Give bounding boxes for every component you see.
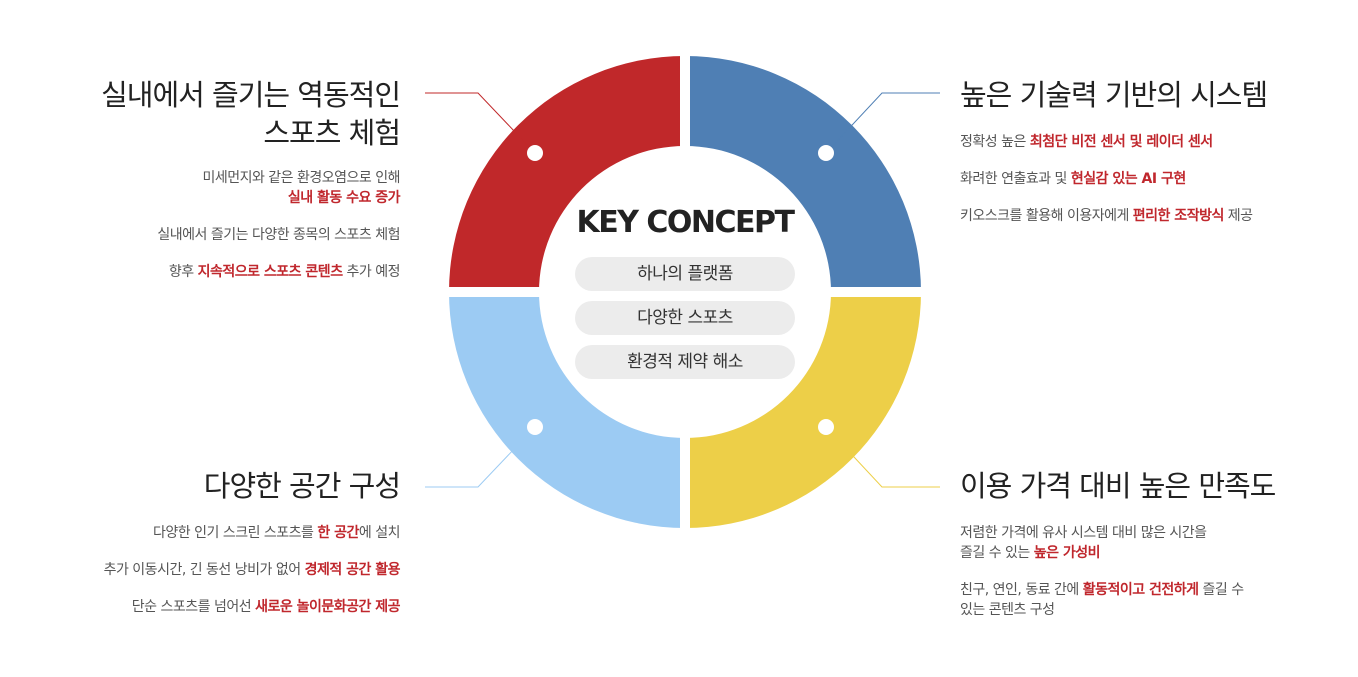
desc-highlight: 경제적 공간 활용 <box>304 562 401 578</box>
desc-item: 향후 지속적으로 스포츠 콘텐츠 추가 예정 <box>0 262 401 282</box>
desc-highlight: 현실감 있는 AI 구현 <box>1070 171 1186 187</box>
desc-text: 단순 스포츠를 넘어선 <box>131 599 256 615</box>
concept-pill: 다양한 스포츠 <box>575 301 795 335</box>
desc-text: 추가 이동시간, 긴 동선 낭비가 없어 <box>103 562 305 578</box>
desc-text: 제공 <box>1223 208 1253 224</box>
leader-line-yellow <box>825 426 940 488</box>
desc-text: 미세먼지와 같은 환경오염으로 인해 <box>202 170 400 186</box>
desc-text: 있는 콘텐츠 구성 <box>960 602 1055 618</box>
desc-text: 실내에서 즐기는 다양한 종목의 스포츠 체험 <box>157 227 400 243</box>
desc-item: 키오스크를 활용해 이용자에게 편리한 조작방식 제공 <box>960 206 1350 226</box>
section-desc-technology: 정확성 높은 최첨단 비전 센서 및 레이더 센서 화려한 연출효과 및 현실감… <box>960 132 1350 243</box>
section-title-technology: 높은 기술력 기반의 시스템 <box>960 78 1268 112</box>
desc-text: 저렴한 가격에 유사 시스템 대비 많은 시간을 <box>960 525 1207 541</box>
desc-text: 키오스크를 활용해 이용자에게 <box>960 208 1133 224</box>
desc-item: 실내에서 즐기는 다양한 종목의 스포츠 체험 <box>0 225 400 245</box>
title-line: 실내에서 즐기는 역동적인 <box>101 78 401 112</box>
desc-text: 정확성 높은 <box>960 134 1030 150</box>
leader-line-red <box>425 92 536 154</box>
desc-text: 친구, 연인, 동료 간에 <box>960 582 1083 598</box>
dot-light-blue <box>527 419 543 435</box>
desc-text: 즐길 수 <box>1198 582 1244 598</box>
dot-yellow <box>818 419 834 435</box>
dot-red <box>527 145 543 161</box>
desc-highlight: 새로운 놀이문화공간 제공 <box>255 599 400 615</box>
section-title-indoor-sports: 실내에서 즐기는 역동적인 스포츠 체험 <box>0 76 401 152</box>
center-title: KEY CONCEPT <box>576 205 796 240</box>
desc-item: 다양한 인기 스크린 스포츠를 한 공간에 설치 <box>0 523 400 543</box>
desc-text: 향후 <box>168 264 198 280</box>
concept-pill: 하나의 플랫폼 <box>575 257 795 291</box>
leader-line-blue <box>825 92 940 154</box>
desc-text: 에 설치 <box>358 525 401 541</box>
desc-item: 추가 이동시간, 긴 동선 낭비가 없어 경제적 공간 활용 <box>0 560 401 580</box>
title-line: 스포츠 체험 <box>263 116 401 150</box>
ring-segment-blue <box>685 56 921 292</box>
desc-highlight: 활동적이고 건전하게 <box>1082 582 1199 598</box>
desc-highlight: 높은 가성비 <box>1033 545 1101 561</box>
desc-text: 즐길 수 있는 <box>960 545 1034 561</box>
desc-text: 화려한 연출효과 및 <box>960 171 1071 187</box>
ring-segment-light-blue <box>449 292 685 528</box>
desc-item: 화려한 연출효과 및 현실감 있는 AI 구현 <box>960 169 1350 189</box>
ring-segment-yellow <box>685 292 921 528</box>
dot-blue <box>818 145 834 161</box>
desc-item: 단순 스포츠를 넘어선 새로운 놀이문화공간 제공 <box>0 597 401 617</box>
desc-highlight: 실내 활동 수요 증가 <box>287 190 401 206</box>
ring-segment-red <box>449 56 685 292</box>
desc-text: 다양한 인기 스크린 스포츠를 <box>153 525 318 541</box>
desc-highlight: 한 공간 <box>317 525 359 541</box>
desc-text: 추가 예정 <box>342 264 401 280</box>
section-title-space: 다양한 공간 구성 <box>203 469 401 503</box>
desc-highlight: 최첨단 비전 센서 및 레이더 센서 <box>1029 134 1213 150</box>
section-title-satisfaction: 이용 가격 대비 높은 만족도 <box>960 469 1276 503</box>
desc-highlight: 편리한 조작방식 <box>1132 208 1225 224</box>
desc-item: 정확성 높은 최첨단 비전 센서 및 레이더 센서 <box>960 132 1350 152</box>
desc-highlight: 지속적으로 스포츠 콘텐츠 <box>197 264 343 280</box>
leader-line-light-blue <box>425 426 536 488</box>
concept-pill: 환경적 제약 해소 <box>575 345 795 379</box>
section-desc-space: 다양한 인기 스크린 스포츠를 한 공간에 설치 추가 이동시간, 긴 동선 낭… <box>0 523 401 634</box>
